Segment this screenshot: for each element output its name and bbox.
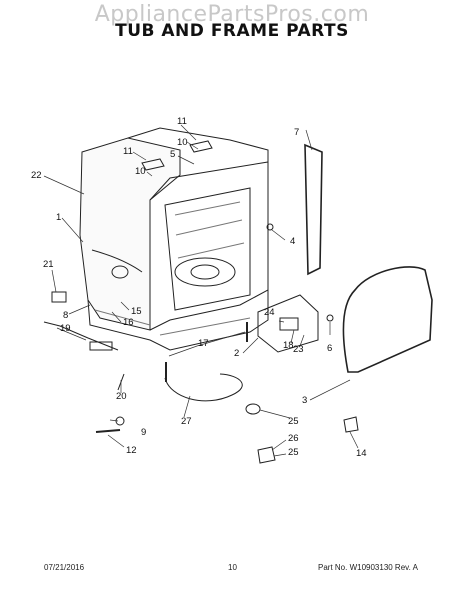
callout-25: 25	[288, 447, 299, 458]
callout-5: 5	[170, 149, 175, 160]
footer-part-number: Part No. W10903130 Rev. A	[318, 563, 418, 572]
vent-bracket	[257, 294, 319, 353]
part-27-hose	[164, 373, 243, 402]
callout-20: 24	[264, 307, 275, 318]
callout-17: 18	[283, 340, 294, 351]
part-18-coil	[89, 341, 113, 351]
tub-top-edge	[127, 127, 269, 162]
callout-10-left: 10	[135, 166, 146, 177]
tub-rack-rails	[174, 201, 245, 259]
vent-part-20	[279, 317, 299, 331]
callout-10-top: 10	[177, 137, 188, 148]
bracket-top-left	[141, 158, 165, 171]
callout-11-top: 11	[177, 116, 187, 127]
callout-24: 22	[31, 170, 42, 181]
callout-14: 15	[131, 306, 142, 317]
callout-11-left: 11	[123, 146, 133, 157]
callout-6: 6	[327, 343, 332, 354]
callout-22: 25	[288, 416, 299, 427]
callout-2: 2	[234, 348, 239, 359]
callout-21: 20	[116, 391, 127, 402]
panel-crease	[91, 249, 143, 273]
tub-gasket-vertical	[304, 143, 323, 276]
callout-8: 8	[63, 310, 68, 321]
callout-1: 1	[56, 212, 61, 223]
callout-18: 19	[60, 323, 71, 334]
part-4-fastener	[266, 223, 274, 231]
callout-12: 12	[126, 445, 137, 456]
part-18-cable	[43, 321, 119, 351]
footer-page-number: 10	[228, 563, 237, 572]
sump-area	[174, 257, 236, 287]
page-title: TUB AND FRAME PARTS	[115, 21, 349, 41]
callout-4: 4	[290, 236, 295, 247]
watermark: AppliancePartsPros.com	[94, 2, 370, 27]
panel-hole	[111, 265, 129, 279]
callout-27: 27	[181, 416, 192, 427]
part-23-clip	[51, 291, 67, 303]
tub-side-panel	[79, 137, 181, 331]
callout-9: 9	[141, 427, 146, 438]
callout-16: 17	[198, 338, 209, 349]
door-seal	[342, 266, 433, 373]
callout-3: 3	[302, 395, 307, 406]
callout-13: 14	[356, 448, 367, 459]
part-6-screw	[326, 314, 334, 322]
callout-labels: 11 10 11 10 5 22 1 21 8 15 16 19 20 9 12…	[31, 116, 367, 459]
part-22-fitting	[245, 403, 261, 415]
base-rails	[94, 309, 251, 336]
bracket-top-right	[189, 140, 213, 153]
base-frame	[87, 290, 269, 351]
callout-15: 16	[123, 317, 134, 328]
tub-interior	[164, 187, 251, 311]
part-25-bracket	[257, 446, 276, 464]
part-12-screw	[95, 429, 121, 433]
sump-center	[190, 264, 220, 280]
callout-26: 26	[288, 433, 299, 444]
callout-19: 23	[293, 344, 304, 355]
callout-23: 21	[43, 259, 54, 270]
callout-7: 7	[294, 127, 299, 138]
part-13-switch	[343, 416, 359, 433]
footer-date: 07/21/2016	[44, 563, 85, 572]
